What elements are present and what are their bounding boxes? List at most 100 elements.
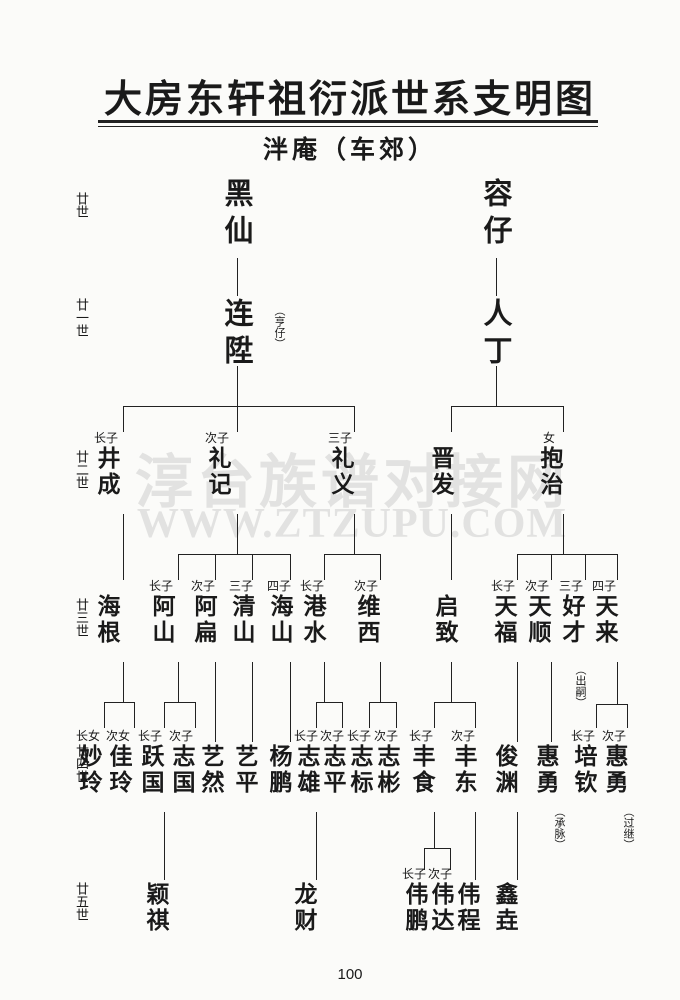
birth-rank-label: 次子 [373, 729, 398, 743]
birth-rank-label: 长子 [93, 431, 118, 445]
lineage-line [251, 554, 253, 580]
lineage-line [550, 554, 552, 580]
lineage-line [341, 702, 343, 728]
lineage-line [163, 702, 165, 728]
person-name: 跃国 [137, 744, 164, 796]
person-name: 阿扁 [190, 594, 217, 646]
birth-rank-label: 女 [542, 431, 555, 445]
birth-rank-label: 长子 [570, 729, 595, 743]
person-name: 天福 [490, 594, 517, 646]
person-name: 港水 [299, 594, 326, 646]
lineage-line [626, 704, 628, 728]
person-name: 艺然 [197, 744, 224, 796]
birth-rank-label: 三子 [327, 431, 352, 445]
birth-rank-label: 三子 [558, 579, 583, 593]
birth-rank-label: 长子 [346, 729, 371, 743]
lineage-line [369, 701, 396, 703]
lineage-line [379, 662, 381, 702]
birth-rank-label: 长子 [299, 579, 324, 593]
birth-rank-label: 长子 [293, 729, 318, 743]
lineage-line [562, 406, 564, 432]
lineage-line [323, 662, 325, 702]
lineage-line [368, 702, 370, 728]
person-name: 伟鹏 [401, 882, 428, 934]
lineage-line [516, 812, 518, 880]
lineage-line [177, 662, 179, 702]
birth-rank-label: 长子 [401, 867, 426, 881]
person-name: 丰东 [450, 744, 477, 796]
lineage-line [449, 848, 451, 870]
lineage-line [353, 514, 355, 554]
person-name: 容仔 [479, 178, 513, 252]
lineage-line [316, 701, 342, 703]
birth-rank-label: 四子 [266, 579, 291, 593]
person-name: 俊渊 [491, 744, 518, 796]
person-name: 伟程 [453, 882, 480, 934]
lineage-line [164, 701, 195, 703]
lineage-line [450, 406, 452, 432]
lineage-line [474, 702, 476, 728]
birth-rank-label: 长子 [137, 729, 162, 743]
person-name: 井成 [93, 446, 120, 498]
lineage-line [123, 405, 354, 407]
lineage-line [236, 514, 238, 554]
birth-rank-label: 长子 [490, 579, 515, 593]
person-name: 志国 [168, 744, 195, 796]
birth-rank-label: 次子 [450, 729, 475, 743]
generation-label: 廿二世 [73, 450, 88, 489]
lineage-line [495, 366, 497, 406]
person-name: 好才 [558, 594, 585, 646]
person-name: 黑仙 [220, 178, 254, 252]
lineage-line [616, 662, 618, 704]
lineage-line [289, 554, 291, 580]
lineage-line [353, 406, 355, 432]
lineage-line [451, 405, 563, 407]
birth-rank-label: 次子 [168, 729, 193, 743]
lineage-line [214, 662, 216, 742]
person-name: 志雄 [293, 744, 320, 796]
person-name: 惠勇 [532, 744, 559, 796]
lineage-line [595, 704, 597, 728]
lineage-line [236, 366, 238, 406]
birth-rank-label: 次子 [353, 579, 378, 593]
lineage-line [379, 554, 381, 580]
person-name: 杨鹏 [265, 744, 292, 796]
lineage-line [122, 406, 124, 432]
birth-rank-label: 次子 [427, 867, 452, 881]
generation-label: 廿五世 [73, 882, 88, 921]
person-name: 鑫垚 [491, 882, 518, 934]
person-name: 阿山 [148, 594, 175, 646]
person-note: （承脉） [553, 806, 566, 850]
person-note: （过继） [622, 806, 635, 850]
lineage-line [562, 514, 564, 554]
person-name: 颖祺 [142, 882, 169, 934]
person-name: 礼义 [327, 446, 354, 498]
watermark-text: 淳台族谱对接网 [134, 448, 569, 516]
birth-rank-label: 四子 [591, 579, 616, 593]
lineage-line [178, 553, 290, 555]
person-name: 丰食 [408, 744, 435, 796]
birth-rank-label: 长子 [408, 729, 433, 743]
lineage-line [517, 553, 617, 555]
person-name: 惠勇 [601, 744, 628, 796]
lineage-line [596, 703, 627, 705]
lineage-line [103, 702, 105, 728]
lineage-line [395, 702, 397, 728]
person-name: 天来 [591, 594, 618, 646]
lineage-line [251, 662, 253, 742]
lineage-line [516, 554, 518, 580]
person-name: 连陞 [220, 298, 254, 372]
watermark-url: WWW.ZTZUPU.COM [136, 501, 568, 547]
lineage-line [163, 812, 165, 880]
lineage-line [450, 662, 452, 702]
birth-rank-label: 次子 [319, 729, 344, 743]
lineage-line [516, 662, 518, 742]
person-name: 晋发 [427, 446, 454, 498]
lineage-line [122, 662, 124, 702]
person-name: 启致 [431, 594, 458, 646]
person-name: 天顺 [524, 594, 551, 646]
person-name: 佳玲 [105, 744, 132, 796]
lineage-line [495, 258, 497, 296]
birth-rank-label: 长女 [75, 729, 100, 743]
person-name: 伟达 [427, 882, 454, 934]
